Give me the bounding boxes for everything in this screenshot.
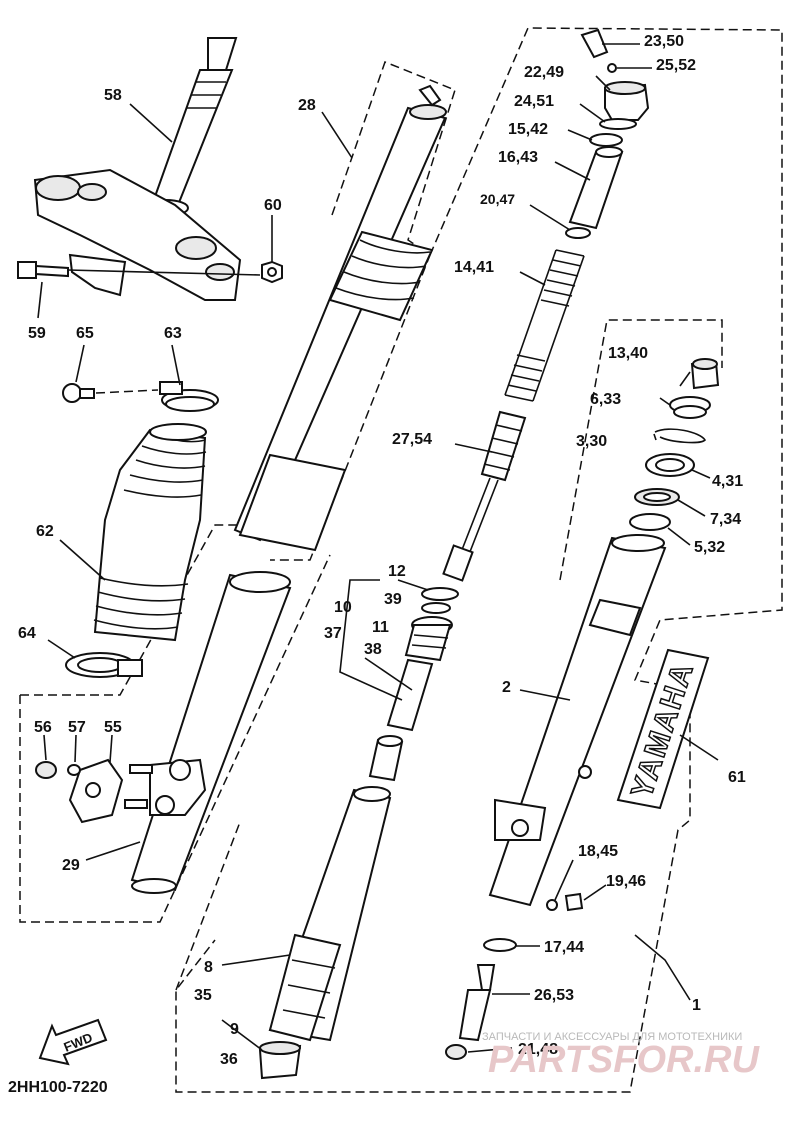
callout-62: 62 (36, 523, 54, 540)
under-bracket (33, 168, 242, 301)
callout-63: 63 (164, 325, 182, 342)
callout-18-45: 18,45 (578, 843, 618, 860)
callout-6-33: 6,33 (590, 391, 621, 408)
callout-59: 59 (28, 325, 46, 342)
fork-tube-28 (233, 84, 447, 552)
callout-13-40: 13,40 (608, 345, 648, 362)
callout-16-43: 16,43 (498, 149, 538, 166)
callout-7-34: 7,34 (710, 511, 741, 528)
callout-38: 38 (364, 641, 382, 658)
watermark-caption: ЗАПЧАСТИ И АКСЕССУАРЫ ДЛЯ МОТОТЕХНИКИ (482, 1031, 742, 1043)
nut-60 (261, 260, 283, 284)
callout-28: 28 (298, 97, 316, 114)
callout-21-48: 21,48 (518, 1041, 558, 1058)
callout-58: 58 (104, 87, 122, 104)
callout-19-46: 19,46 (606, 873, 646, 890)
callout-12: 12 (388, 563, 406, 580)
callout-3-30: 3,30 (576, 433, 607, 450)
diagram-code: 2HH100-7220 (8, 1079, 108, 1096)
clamp-63 (159, 381, 219, 412)
callout-25-52: 25,52 (656, 57, 696, 74)
callout-labels: 58 60 59 65 63 62 64 56 57 55 29 28 23,5… (18, 33, 746, 1068)
callout-37: 37 (324, 625, 342, 642)
callout-60: 60 (264, 197, 282, 214)
callout-9: 9 (230, 1021, 239, 1038)
callout-57: 57 (68, 719, 86, 736)
right-parts (445, 358, 720, 1060)
callout-10: 10 (334, 599, 352, 616)
callout-1: 1 (692, 997, 701, 1014)
callout-17-44: 17,44 (544, 939, 584, 956)
callout-55: 55 (104, 719, 122, 736)
guide-64 (65, 652, 143, 678)
callout-4-31: 4,31 (712, 473, 743, 490)
watermark: ЗАПЧАСТИ И АКСЕССУАРЫ ДЛЯ МОТОТЕХНИКИ PA… (482, 1031, 760, 1081)
outer-tube-29 (130, 571, 292, 894)
callout-36: 36 (220, 1051, 238, 1068)
fwd-arrow: FWD (38, 1018, 108, 1066)
screw-65 (62, 383, 159, 403)
callout-23-50: 23,50 (644, 33, 684, 50)
callout-20-47: 20,47 (480, 191, 515, 207)
callout-2: 2 (502, 679, 511, 696)
callout-56: 56 (34, 719, 52, 736)
callout-14-41: 14,41 (454, 259, 494, 276)
callout-29: 29 (62, 857, 80, 874)
callout-24-51: 24,51 (514, 93, 554, 110)
steering-stem (143, 37, 238, 217)
washer-57 (67, 764, 81, 776)
callout-64: 64 (18, 625, 36, 642)
bolt-59 (17, 261, 261, 279)
damper-parts (258, 28, 650, 1080)
leader-lines (37, 43, 719, 1053)
callout-65: 65 (76, 325, 94, 342)
callout-35: 35 (194, 987, 212, 1004)
callout-27-54: 27,54 (392, 431, 432, 448)
decal-61: YAMAHA (616, 648, 710, 810)
cap-56 (35, 761, 57, 779)
callout-5-32: 5,32 (694, 539, 725, 556)
callout-11: 11 (372, 619, 389, 636)
fork-boot-62 (93, 423, 207, 642)
callout-15-42: 15,42 (508, 121, 548, 138)
brand-decal-text: YAMAHA (625, 658, 700, 802)
callout-39: 39 (384, 591, 402, 608)
callout-22-49: 22,49 (524, 64, 564, 81)
callout-26-53: 26,53 (534, 987, 574, 1004)
caliper-bracket-55 (68, 758, 153, 824)
callout-61: 61 (728, 769, 746, 786)
watermark-site: PARTSFOR.RU (488, 1039, 760, 1081)
callout-8: 8 (204, 959, 213, 976)
